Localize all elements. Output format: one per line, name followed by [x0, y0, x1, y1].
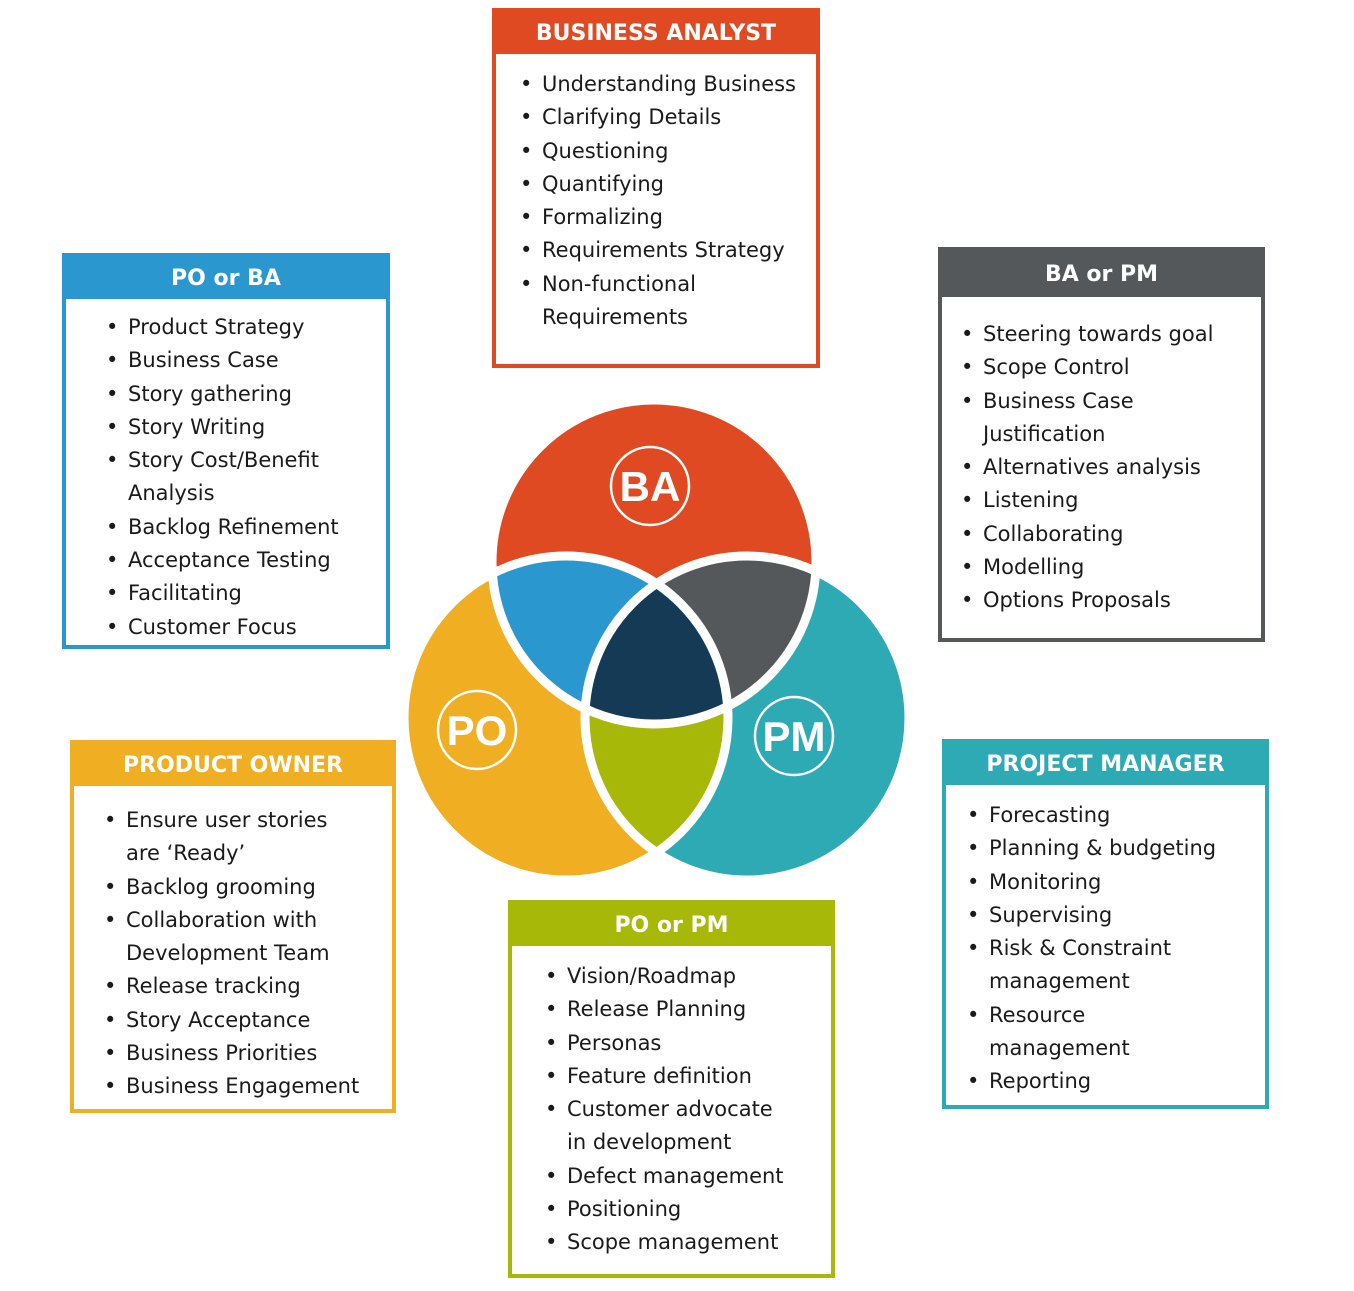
list-item: Risk & Constraint	[967, 932, 1265, 966]
list-item-continuation: management	[989, 969, 1130, 994]
list-item: Formalizing	[520, 201, 816, 235]
list-item: Vision/Roadmap	[545, 960, 831, 994]
list-item: Collaborating	[961, 518, 1261, 552]
list-item: Options Proposals	[961, 584, 1261, 618]
po-or-ba-list: Product Strategy Business Case Story gat…	[66, 299, 386, 644]
venn-overlap-center	[585, 556, 728, 724]
list-item: Customer advocate	[545, 1093, 831, 1127]
list-item: Customer Focus	[106, 611, 386, 645]
list-item: Steering towards goal	[961, 318, 1261, 352]
list-item: Alternatives analysis	[961, 451, 1261, 485]
list-item: Story gathering	[106, 378, 386, 412]
pm-badge	[753, 695, 835, 777]
po-badge	[436, 689, 518, 771]
list-item: Story Cost/Benefit	[106, 444, 386, 478]
list-item: Modelling	[961, 551, 1261, 585]
list-item: Monitoring	[967, 866, 1265, 900]
list-item: Quantifying	[520, 168, 816, 202]
product-owner-list: Ensure user stories are ‘Ready’ Backlog …	[74, 786, 392, 1104]
list-item: Requirements Strategy	[520, 234, 816, 268]
list-item: Product Strategy	[106, 311, 386, 345]
ba-or-pm-list: Steering towards goal Scope Control Busi…	[942, 297, 1261, 618]
list-item: Personas	[545, 1027, 831, 1061]
product-owner-title: PRODUCT OWNER	[74, 744, 392, 786]
list-item: Forecasting	[967, 799, 1265, 833]
list-item-continuation: Justification	[983, 421, 1106, 446]
list-item-continuation: Development Team	[126, 941, 330, 966]
po-label: PO	[447, 707, 508, 754]
list-item: Planning & budgeting	[967, 832, 1265, 866]
list-item: Facilitating	[106, 577, 386, 611]
list-item: Business Case	[106, 344, 386, 378]
business-analyst-title: BUSINESS ANALYST	[496, 12, 816, 54]
list-item: Non-functional	[520, 268, 816, 302]
business-analyst-box: BUSINESS ANALYST Understanding Business …	[492, 8, 820, 368]
ba-label: BA	[620, 463, 681, 510]
po-or-pm-box: PO or PM Vision/Roadmap Release Planning…	[508, 900, 835, 1278]
list-item-continuation: Requirements	[542, 305, 688, 330]
project-manager-list: Forecasting Planning & budgeting Monitor…	[946, 785, 1265, 1099]
list-item: Defect management	[545, 1160, 831, 1194]
list-item: Positioning	[545, 1193, 831, 1227]
list-item: Feature definition	[545, 1060, 831, 1094]
list-item: Acceptance Testing	[106, 544, 386, 578]
list-item: Story Writing	[106, 411, 386, 445]
list-item: Ensure user stories	[104, 804, 392, 838]
list-item: Story Acceptance	[104, 1004, 392, 1038]
list-item: Clarifying Details	[520, 101, 816, 135]
business-analyst-list: Understanding Business Clarifying Detail…	[496, 54, 816, 334]
project-manager-box: PROJECT MANAGER Forecasting Planning & b…	[942, 739, 1269, 1109]
list-item: Release tracking	[104, 970, 392, 1004]
list-item-continuation: Analysis	[128, 481, 215, 506]
product-owner-box: PRODUCT OWNER Ensure user stories are ‘R…	[70, 740, 396, 1113]
po-or-pm-list: Vision/Roadmap Release Planning Personas…	[512, 946, 831, 1260]
project-manager-title: PROJECT MANAGER	[946, 743, 1265, 785]
po-or-ba-box: PO or BA Product Strategy Business Case …	[62, 253, 390, 649]
list-item: Scope management	[545, 1226, 831, 1260]
list-item: Business Case	[961, 385, 1261, 419]
po-or-ba-title: PO or BA	[66, 257, 386, 299]
list-item: Backlog Refinement	[106, 511, 386, 545]
list-item: Resource	[967, 999, 1265, 1033]
list-item: Business Engagement	[104, 1070, 392, 1104]
list-item: Supervising	[967, 899, 1265, 933]
list-item: Backlog grooming	[104, 871, 392, 905]
list-item: Reporting	[967, 1065, 1265, 1099]
list-item-continuation: management	[989, 1036, 1130, 1061]
list-item: Collaboration with	[104, 904, 392, 938]
list-item: Business Priorities	[104, 1037, 392, 1071]
pm-label: PM	[763, 713, 826, 760]
list-item-continuation: in development	[567, 1130, 732, 1155]
list-item: Understanding Business	[520, 68, 816, 102]
ba-or-pm-box: BA or PM Steering towards goal Scope Con…	[938, 247, 1265, 642]
list-item: Release Planning	[545, 993, 831, 1027]
list-item-continuation: are ‘Ready’	[126, 841, 246, 866]
po-or-pm-title: PO or PM	[512, 904, 831, 946]
ba-or-pm-title: BA or PM	[942, 251, 1261, 297]
list-item: Listening	[961, 484, 1261, 518]
ba-badge	[609, 445, 691, 527]
list-item: Questioning	[520, 135, 816, 169]
list-item: Scope Control	[961, 351, 1261, 385]
